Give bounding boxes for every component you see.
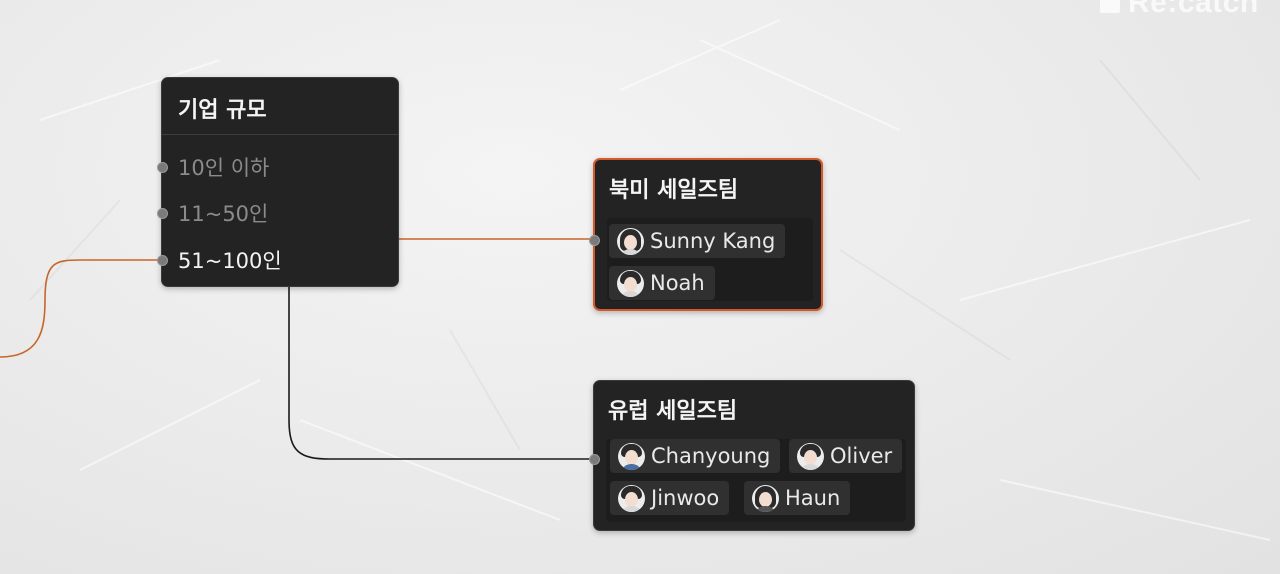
option-under-10[interactable]: 10인 이하: [178, 156, 270, 180]
team-title: 북미 세일즈팀: [609, 178, 739, 203]
member-chip[interactable]: Jinwoo: [610, 481, 730, 515]
option-11-50[interactable]: 11~50인: [178, 202, 269, 226]
wire-to-europe-team: [288, 287, 593, 460]
member-list: Sunny Kang Noah: [607, 218, 813, 301]
member-chip[interactable]: Sunny Kang: [609, 224, 786, 258]
north-america-sales-team-node[interactable]: 북미 세일즈팀 Sunny Kang Noah: [589, 158, 823, 311]
avatar: [797, 442, 824, 470]
option-port[interactable]: [157, 208, 168, 219]
avatar: [752, 484, 779, 512]
avatar: [617, 227, 644, 255]
member-name: Jinwoo: [651, 486, 720, 510]
brand-mark-icon: [1100, 0, 1120, 13]
watermark-text: Re:catch: [1128, 0, 1259, 19]
brand-watermark: Re:catch: [1100, 0, 1259, 20]
input-port[interactable]: [589, 235, 600, 246]
member-list: Chanyoung Oliver Jinwoo Haun: [606, 439, 906, 522]
member-name: Noah: [650, 271, 705, 295]
member-name: Oliver: [830, 444, 893, 468]
member-chip[interactable]: Chanyoung: [610, 439, 781, 473]
member-chip[interactable]: Oliver: [789, 439, 903, 473]
option-port[interactable]: [157, 162, 168, 173]
option-51-100[interactable]: 51~100인: [178, 249, 282, 273]
input-port[interactable]: [589, 454, 600, 465]
node-divider: [162, 134, 398, 135]
member-name: Haun: [785, 486, 841, 510]
member-name: Sunny Kang: [650, 229, 776, 253]
member-chip[interactable]: Haun: [744, 481, 851, 515]
avatar: [618, 484, 645, 512]
company-size-title: 기업 규모: [178, 98, 267, 123]
wire-incoming: [0, 259, 161, 358]
avatar: [617, 269, 644, 297]
team-title: 유럽 세일즈팀: [608, 399, 738, 424]
member-chip[interactable]: Noah: [609, 266, 715, 300]
europe-sales-team-node[interactable]: 유럽 세일즈팀 Chanyoung Oliver Jinwoo Haun: [589, 380, 915, 531]
avatar: [618, 442, 645, 470]
option-port[interactable]: [157, 255, 168, 266]
member-name: Chanyoung: [651, 444, 771, 468]
company-size-node[interactable]: 기업 규모 10인 이하 11~50인 51~100인: [157, 77, 399, 287]
